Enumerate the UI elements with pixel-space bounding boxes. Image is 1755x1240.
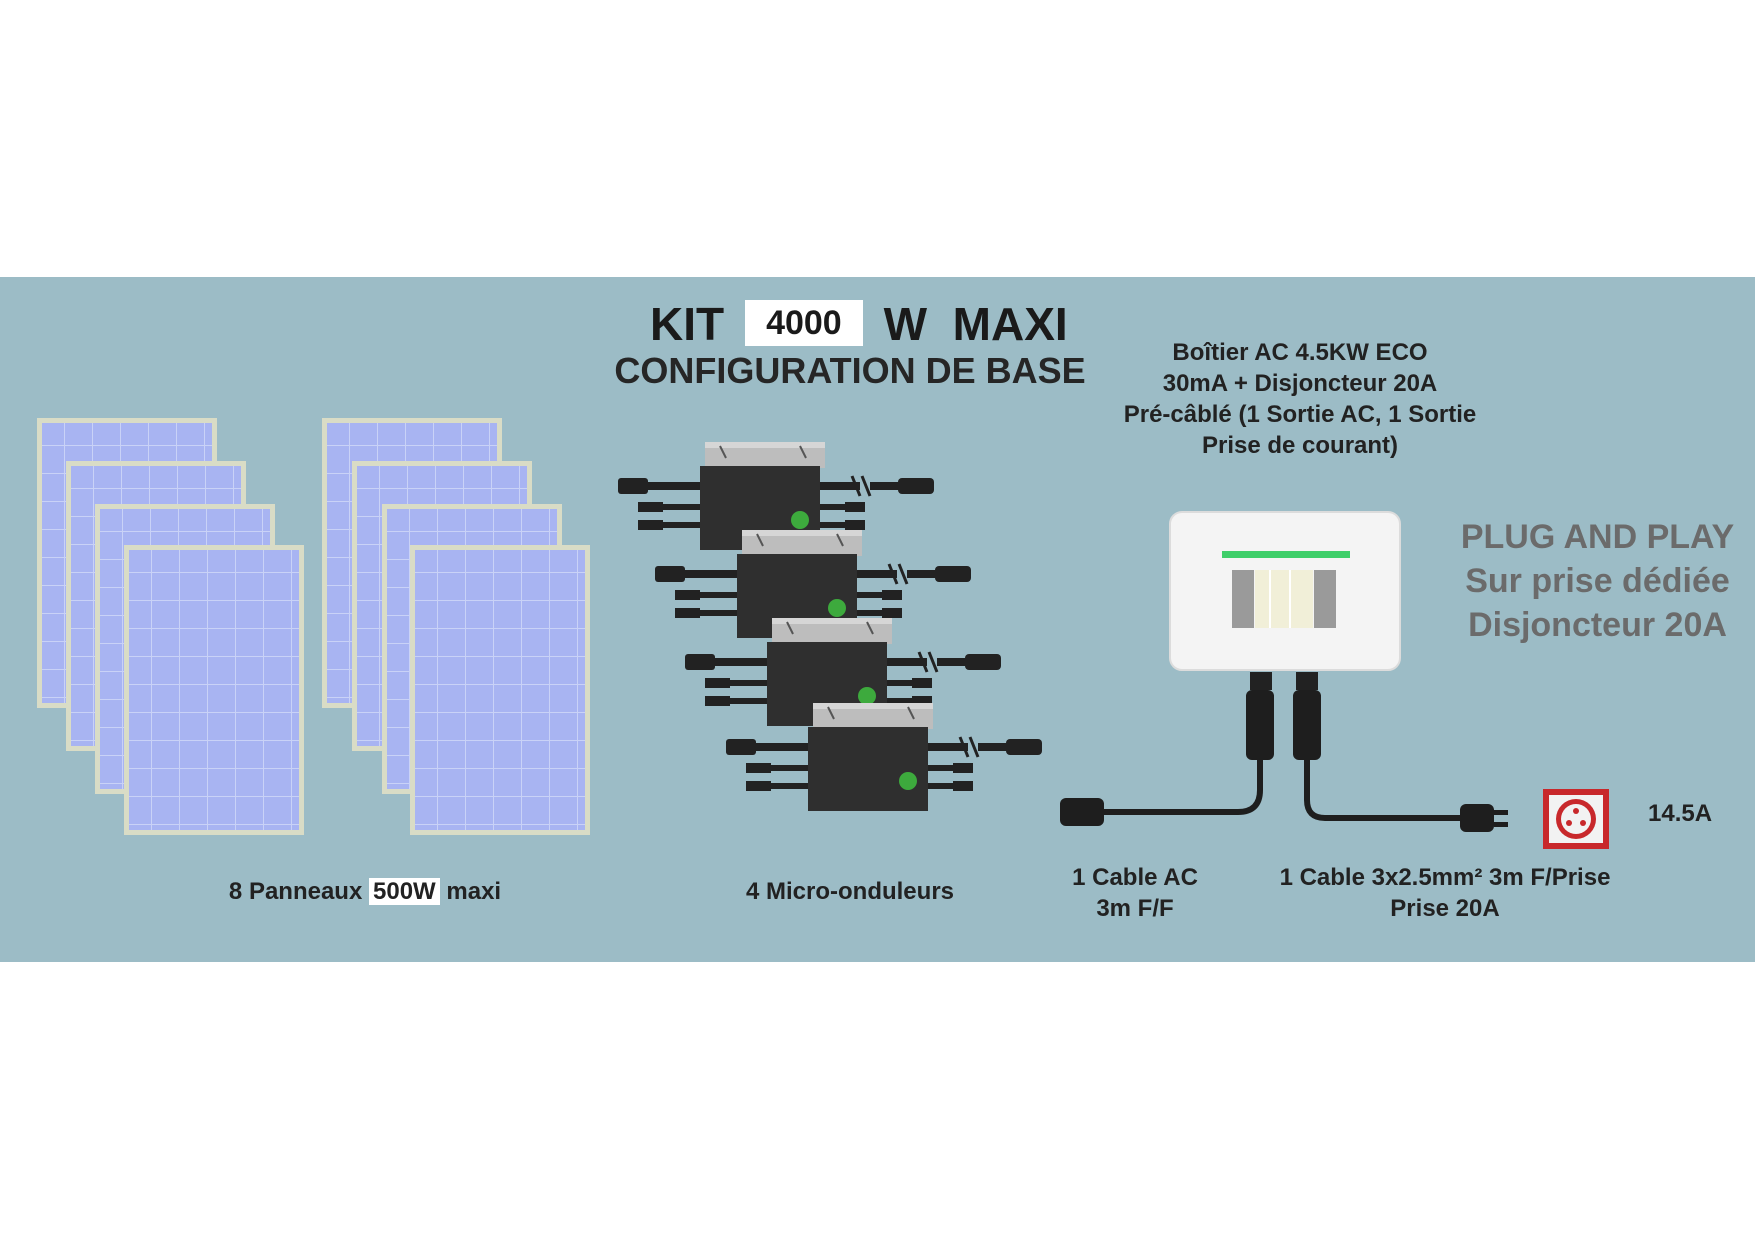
ac-cable bbox=[1060, 690, 1274, 826]
current-rating: 14.5A bbox=[1648, 800, 1713, 827]
solar-panel-stack-right bbox=[322, 418, 590, 835]
panels-caption: 8 Panneaux 500W maxi bbox=[200, 876, 530, 907]
micro-inverter-group bbox=[616, 440, 1044, 813]
cable-ac-caption: 1 Cable AC 3m F/F bbox=[1040, 862, 1230, 924]
cable-ac-line: 3m F/F bbox=[1096, 895, 1174, 922]
ac-box-line: Boîtier AC 4.5KW ECO bbox=[1172, 339, 1428, 366]
ac-box-icon bbox=[1169, 511, 1401, 690]
inverters-caption: 4 Micro-onduleurs bbox=[745, 878, 955, 905]
socket-icon bbox=[1543, 789, 1609, 849]
cable-prise-caption: 1 Cable 3x2.5mm² 3m F/Prise Prise 20A bbox=[1260, 862, 1630, 924]
panels-caption-prefix: 8 Panneaux bbox=[228, 878, 363, 905]
page-title: KIT 4000 W MAXI bbox=[650, 297, 1100, 353]
solar-panel-stack-left bbox=[37, 418, 304, 835]
title-power: 4000 bbox=[744, 300, 863, 346]
plug-icon bbox=[1460, 804, 1494, 832]
cable-prise-line: 1 Cable 3x2.5mm² 3m F/Prise bbox=[1279, 864, 1611, 891]
ac-box-description: Boîtier AC 4.5KW ECO 30mA + Disjoncteur … bbox=[1090, 337, 1510, 461]
ac-box-line: 30mA + Disjoncteur 20A bbox=[1162, 370, 1438, 397]
plug-play-line: Disjoncteur 20A bbox=[1468, 606, 1727, 644]
plug-play-line: Sur prise dédiée bbox=[1465, 562, 1730, 600]
title-prefix: KIT bbox=[650, 298, 725, 350]
panels-caption-power: 500W bbox=[369, 878, 440, 905]
prise-cable bbox=[1293, 690, 1508, 832]
plug-and-play-note: PLUG AND PLAY Sur prise dédiée Disjoncte… bbox=[1440, 515, 1755, 647]
solar-panel-icon bbox=[124, 545, 304, 835]
ac-box-line: Prise de courant) bbox=[1201, 432, 1399, 459]
solar-panel-icon bbox=[410, 545, 590, 835]
panels-caption-suffix: maxi bbox=[446, 878, 502, 905]
cable-ac-line: 1 Cable AC bbox=[1072, 864, 1198, 891]
plug-play-line: PLUG AND PLAY bbox=[1460, 518, 1735, 556]
cable-prise-line: Prise 20A bbox=[1390, 895, 1500, 922]
plug-icon bbox=[1060, 798, 1104, 826]
ac-box-line: Pré-câblé (1 Sortie AC, 1 Sortie bbox=[1123, 401, 1477, 428]
title-suffix: W MAXI bbox=[883, 298, 1068, 350]
page-subtitle: CONFIGURATION DE BASE bbox=[614, 350, 1086, 391]
